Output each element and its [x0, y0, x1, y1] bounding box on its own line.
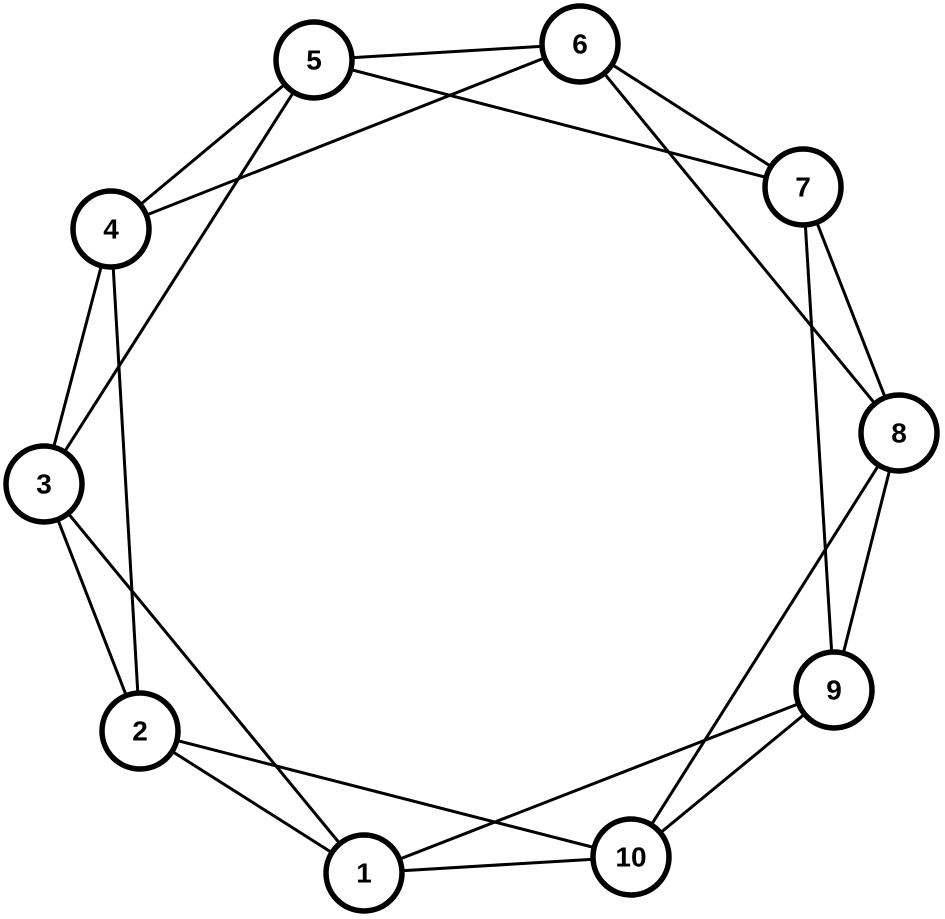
edge-4-6: [110, 42, 581, 231]
node-4: 4: [70, 188, 152, 270]
edge-7-8: [801, 186, 901, 434]
node-circle: [762, 146, 844, 228]
edge-7-9: [801, 186, 836, 691]
edge-3-4: [42, 228, 113, 485]
edge-6-8: [578, 43, 901, 434]
edge-4-5: [110, 58, 315, 231]
edge-8-10: [629, 432, 901, 858]
node-circle: [323, 832, 405, 914]
edge-3-5: [42, 59, 316, 485]
node-label: 5: [306, 45, 322, 76]
nodes-layer: 1 2 3 4 5 6 7 8 9 10: [3, 3, 940, 914]
node-7: 7: [762, 146, 844, 228]
edge-2-4: [109, 228, 142, 732]
node-2: 2: [99, 690, 181, 772]
edge-2-3: [42, 483, 142, 732]
edge-2-10: [139, 729, 632, 859]
node-circle: [590, 816, 672, 898]
edge-6-7: [579, 42, 804, 189]
node-label: 10: [615, 842, 646, 873]
edge-5-7: [313, 58, 804, 189]
edges-layer: [42, 42, 901, 875]
node-label: 3: [36, 469, 52, 500]
node-label: 9: [826, 675, 842, 706]
node-label: 4: [103, 214, 119, 245]
node-circle: [858, 392, 940, 474]
node-9: 9: [793, 649, 875, 731]
node-circle: [539, 3, 621, 85]
node-circle: [3, 443, 85, 525]
node-circle: [273, 19, 355, 101]
node-label: 2: [132, 716, 148, 747]
node-label: 8: [891, 418, 907, 449]
edge-8-9: [832, 432, 901, 691]
edge-1-3: [42, 483, 366, 874]
node-label: 6: [572, 29, 588, 60]
node-circle: [793, 649, 875, 731]
node-8: 8: [858, 392, 940, 474]
node-5: 5: [273, 19, 355, 101]
node-label: 1: [356, 858, 372, 889]
node-label: 7: [795, 172, 811, 203]
node-10: 10: [590, 816, 672, 898]
node-1: 1: [323, 832, 405, 914]
edge-9-10: [630, 688, 835, 859]
edge-1-10: [363, 855, 632, 875]
edge-1-2: [139, 729, 365, 875]
node-circle: [99, 690, 181, 772]
edge-5-6: [313, 42, 581, 62]
node-6: 6: [539, 3, 621, 85]
node-circle: [70, 188, 152, 270]
node-3: 3: [3, 443, 85, 525]
edge-1-9: [363, 688, 835, 875]
